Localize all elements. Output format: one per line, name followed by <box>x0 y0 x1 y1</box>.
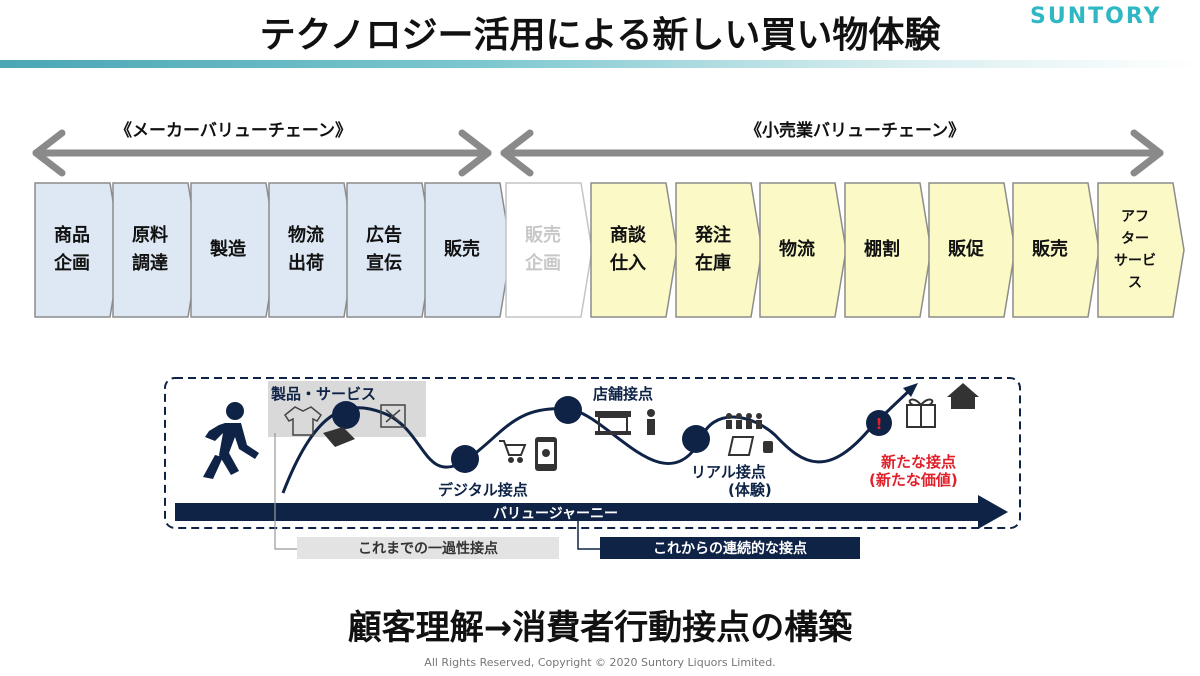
shirt-icon <box>283 406 323 436</box>
node-product <box>332 401 360 429</box>
page-title: テクノロジー活用による新しい買い物体験 <box>259 15 941 56</box>
journey-graphics: ! <box>164 377 1021 535</box>
real-touchpoint-label: リアル接点 <box>691 463 766 481</box>
gift-icon <box>906 398 936 428</box>
new-touchpoint-label: 新たな接点 <box>881 453 957 471</box>
copyright-notice: All Rights Reserved, Copyright © 2020 Su… <box>424 656 776 669</box>
new-touchpoint-sub-label: (新たな価値) <box>869 471 958 489</box>
retail-step-logistics: 物流 <box>759 182 847 318</box>
store-touchpoint-label: 店舗接点 <box>593 385 654 403</box>
retail-chain-label: 《小売業バリューチェーン》 <box>745 121 966 141</box>
retail-step-shelf-allocation: 棚割 <box>844 182 932 318</box>
retail-chain-arrow <box>500 129 1164 177</box>
maker-step-product-planning: 商品 企画 <box>34 182 122 318</box>
real-touchpoint-sub-label: (体験) <box>728 481 772 499</box>
retail-step-after-service: アフ ター サービ ス <box>1097 182 1185 318</box>
product-service-label: 製品・サービス <box>271 385 377 403</box>
node-store <box>554 396 582 424</box>
future-touchpoint-label: これからの連続的な接点 <box>600 537 860 559</box>
travel-icon <box>727 436 773 456</box>
maker-chain-arrow <box>32 129 492 177</box>
retail-step-sales: 販売 <box>1012 182 1100 318</box>
maker-step-manufacturing: 製造 <box>190 182 278 318</box>
smartphone-icon <box>535 437 557 471</box>
store-counter-icon <box>595 409 655 435</box>
house-icon <box>947 383 979 409</box>
label-connectors <box>274 535 600 550</box>
past-touchpoint-label: これまでの一過性接点 <box>297 537 559 559</box>
suntory-logo: SUNTORY <box>1030 4 1162 29</box>
bottom-title: 顧客理解→消費者行動接点の構築 <box>347 608 853 648</box>
svg-text:!: ! <box>876 415 883 433</box>
retail-chain-steps: 販売 企画 商談 仕入 発注 在庫 物流 棚割 販促 販売 アフ ター サービ … <box>0 182 1200 322</box>
header-divider <box>0 60 1200 68</box>
walking-person-icon <box>203 402 259 479</box>
node-new <box>866 410 892 436</box>
retail-step-promotion: 販促 <box>928 182 1016 318</box>
digital-touchpoint-label: デジタル接点 <box>438 481 528 499</box>
service-icon <box>380 404 406 428</box>
group-people-icon <box>726 413 762 429</box>
maker-step-advertising: 広告 宣伝 <box>346 182 434 318</box>
maker-step-logistics: 物流 出荷 <box>268 182 356 318</box>
retail-step-sales-planning: 販売 企画 <box>505 182 593 318</box>
value-journey-arrow <box>175 495 1008 529</box>
node-real <box>682 425 710 453</box>
wave-arrowhead <box>903 383 918 397</box>
shopping-cart-icon <box>499 440 527 463</box>
price-tag-icon <box>323 427 355 447</box>
maker-step-sales: 販売 <box>424 182 512 318</box>
retail-step-negotiation: 商談 仕入 <box>590 182 678 318</box>
maker-chain-steps: 商品 企画 原料 調達 製造 物流 出荷 広告 宣伝 販売 <box>0 182 1200 322</box>
value-journey-label: バリュージャーニー <box>493 506 619 522</box>
customer-journey-diagram: ! <box>163 375 1023 535</box>
journey-dashed-frame <box>164 377 1021 529</box>
retail-step-ordering: 発注 在庫 <box>675 182 763 318</box>
maker-chain-label: 《メーカーバリューチェーン》 <box>115 121 352 141</box>
node-digital <box>451 445 479 473</box>
value-chain-arrows <box>32 129 1164 177</box>
